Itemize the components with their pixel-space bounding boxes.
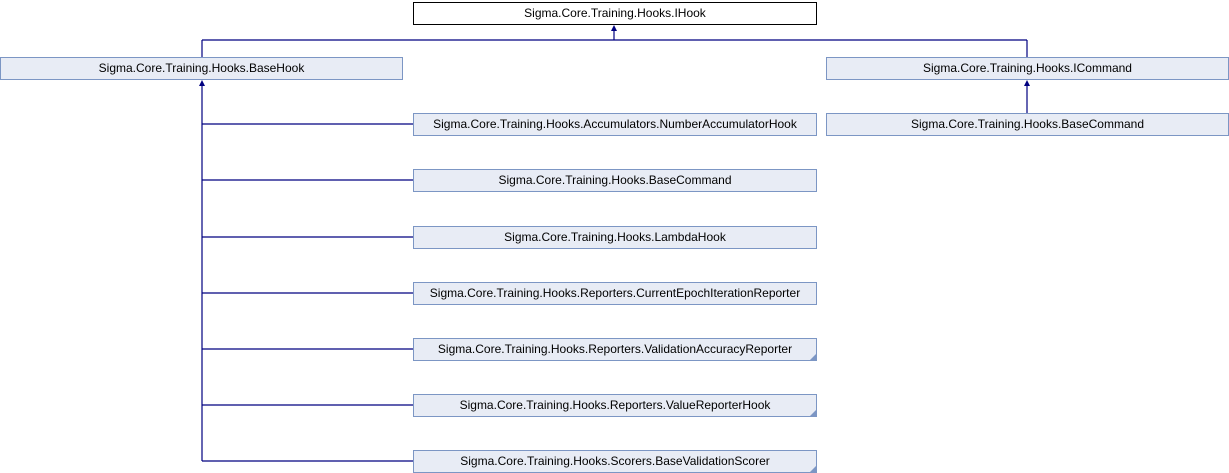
more-subclasses-icon — [810, 410, 816, 416]
class-label: Sigma.Core.Training.Hooks.LambdaHook — [504, 230, 726, 244]
more-subclasses-icon — [810, 466, 816, 472]
class-label: Sigma.Core.Training.Hooks.BaseCommand — [911, 117, 1144, 131]
class-label: Sigma.Core.Training.Hooks.Scorers.BaseVa… — [460, 454, 770, 468]
class-node-lambdahook[interactable]: Sigma.Core.Training.Hooks.LambdaHook — [413, 226, 817, 249]
class-label: Sigma.Core.Training.Hooks.BaseHook — [98, 61, 305, 75]
arrowhead-icon — [1024, 80, 1030, 86]
arrowhead-icon — [199, 80, 205, 86]
class-node-basevalidationscorer[interactable]: Sigma.Core.Training.Hooks.Scorers.BaseVa… — [413, 450, 817, 473]
class-node-icommand[interactable]: Sigma.Core.Training.Hooks.ICommand — [826, 57, 1229, 80]
class-label: Sigma.Core.Training.Hooks.Reporters.Valu… — [459, 398, 771, 412]
class-label: Sigma.Core.Training.Hooks.BaseCommand — [498, 173, 732, 187]
class-label: Sigma.Core.Training.Hooks.Accumulators.N… — [433, 117, 797, 131]
class-node-ihook[interactable]: Sigma.Core.Training.Hooks.IHook — [413, 2, 817, 25]
class-node-currentepochiterationreporter[interactable]: Sigma.Core.Training.Hooks.Reporters.Curr… — [413, 282, 817, 305]
class-label: Sigma.Core.Training.Hooks.ICommand — [923, 61, 1132, 75]
arrowhead-icon — [611, 25, 617, 31]
class-node-valuereporterhook[interactable]: Sigma.Core.Training.Hooks.Reporters.Valu… — [413, 394, 817, 417]
class-label: Sigma.Core.Training.Hooks.Reporters.Curr… — [429, 286, 801, 300]
class-label: Sigma.Core.Training.Hooks.Reporters.Vali… — [437, 342, 793, 356]
class-node-basehook[interactable]: Sigma.Core.Training.Hooks.BaseHook — [0, 57, 403, 80]
class-node-basecommand-right[interactable]: Sigma.Core.Training.Hooks.BaseCommand — [826, 113, 1229, 136]
class-label: Sigma.Core.Training.Hooks.IHook — [524, 6, 706, 20]
class-node-validationaccuracyreporter[interactable]: Sigma.Core.Training.Hooks.Reporters.Vali… — [413, 338, 817, 361]
more-subclasses-icon — [810, 354, 816, 360]
class-node-basecommand[interactable]: Sigma.Core.Training.Hooks.BaseCommand — [413, 169, 817, 192]
class-node-numberaccumulatorhook[interactable]: Sigma.Core.Training.Hooks.Accumulators.N… — [413, 113, 817, 136]
